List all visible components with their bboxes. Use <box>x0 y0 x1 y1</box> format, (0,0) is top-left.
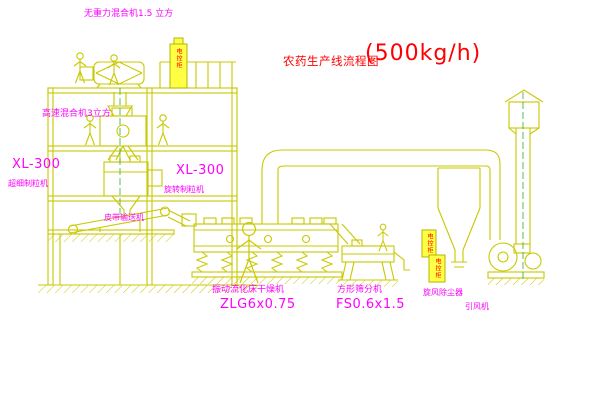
label-granulator-left-name: 超细制粒机 <box>8 179 48 188</box>
label-belt-conveyor: 皮带输送机 <box>104 213 144 222</box>
conveyor-head-chute <box>167 209 191 227</box>
dryer-base <box>191 271 343 278</box>
label-cabinet-right-2: 电控柜 <box>434 258 441 279</box>
diagram-title: 农药生产线流程图 <box>283 54 379 68</box>
granulator-motor <box>147 169 163 187</box>
control-cabinets <box>169 37 446 283</box>
diagram-capacity: (500kg/h) <box>365 41 482 66</box>
exhaust-stack <box>504 89 544 244</box>
slab-legs <box>59 234 121 285</box>
gravity-mixer <box>79 61 145 117</box>
label-sieve-model: FS0.6x1.5 <box>336 297 406 312</box>
granulator-funnel <box>111 195 141 216</box>
sieve-feed-duct <box>329 223 361 245</box>
induced-draft-fan <box>487 242 545 279</box>
sieve-outlet <box>393 251 410 271</box>
stack-cap-roof <box>504 89 544 103</box>
label-granulator-left-model: XL-300 <box>12 157 61 172</box>
belt-conveyor-machine <box>67 206 191 235</box>
rotary-granulator <box>103 155 163 216</box>
label-cyclone: 旋风除尘器 <box>423 288 463 297</box>
label-cabinet-top: 电控柜 <box>175 48 182 69</box>
worker-figure <box>236 221 262 284</box>
vibration-springs <box>195 251 334 273</box>
worker-figure <box>156 114 170 146</box>
label-gravity-mixer: 无重力混合机1.5 立方 <box>84 9 174 19</box>
label-cabinet-right-1: 电控柜 <box>426 233 433 254</box>
label-fan: 引风机 <box>465 302 489 311</box>
sieve-legs <box>338 261 398 281</box>
square-sieve <box>338 239 410 281</box>
label-granulator-center-name: 旋转制粒机 <box>164 185 204 194</box>
label-sieve-name: 方形筛分机 <box>337 285 383 295</box>
label-dryer-model: ZLG6x0.75 <box>220 297 296 312</box>
control-cabinet-right-2-box <box>428 254 446 283</box>
fan-motor <box>524 252 542 270</box>
label-granulator-center-model: XL-300 <box>176 163 225 178</box>
label-dryer-name: 振动流化床干燥机 <box>212 285 285 295</box>
high-speed-mixer <box>99 107 147 161</box>
label-high-speed-mixer: 高速混合机3立方 <box>42 109 111 119</box>
workers <box>73 52 389 284</box>
centerlines <box>119 88 524 280</box>
y-chute <box>107 145 139 161</box>
fan-base <box>487 271 545 279</box>
hatching <box>38 234 544 293</box>
mixer-motor <box>79 66 94 81</box>
cyclone-separator <box>437 167 481 268</box>
exhaust-duct <box>261 149 501 240</box>
worker-figure <box>377 223 389 252</box>
worker-figure <box>107 54 121 86</box>
